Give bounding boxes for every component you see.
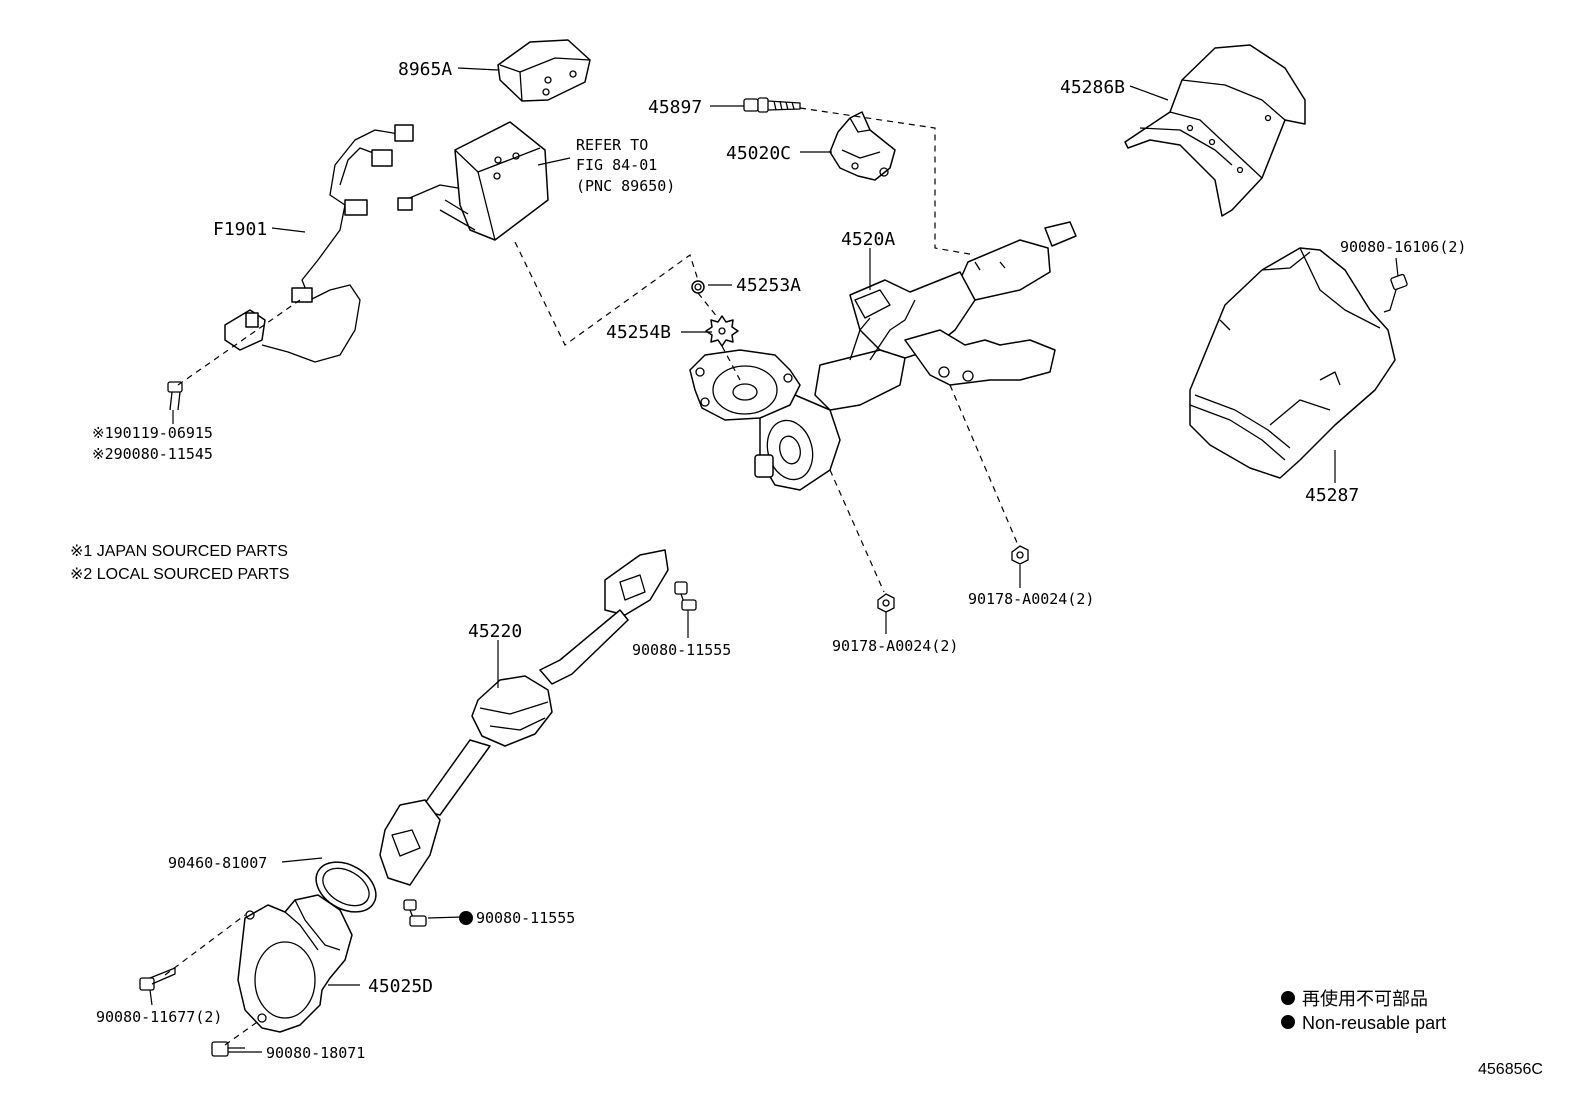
legend-en-text: Non-reusable part [1302, 1013, 1446, 1033]
label-refer-line1: REFER TO [576, 136, 648, 154]
part-90080-11555-bolt-lower [403, 899, 427, 927]
part-90080-11555-bolt-upper [674, 581, 697, 611]
part-90080-18071-bolt [211, 1041, 245, 1057]
non-reusable-marker [459, 911, 473, 925]
part-45220-shaft [379, 549, 669, 886]
label-90080-11555-upper: 90080-11555 [632, 641, 731, 659]
part-90080-11677-bolt [139, 967, 176, 991]
part-45287-lower-cover [1189, 247, 1396, 479]
label-4520A: 4520A [841, 229, 895, 250]
label-90080-18071: 90080-18071 [266, 1044, 365, 1062]
label-refer-line3: (PNC 89650) [576, 177, 675, 195]
part-90080-16106-bolt [1383, 273, 1408, 313]
label-90080-11555-lower: 90080-11555 [476, 909, 575, 927]
label-90178-right: 90178-A0024(2) [968, 590, 1094, 608]
legend-jp-text: 再使用不可部品 [1302, 989, 1428, 1009]
leader-lines [149, 67, 1399, 1053]
part-89650-module [397, 121, 549, 241]
label-45253A: 45253A [736, 275, 801, 296]
part-45286B-upper-cover [1124, 44, 1306, 217]
label-90080-16106: 90080-16106(2) [1340, 238, 1466, 256]
part-4520A-column [754, 221, 1077, 491]
part-45897-bolt [743, 97, 801, 113]
label-290080: ※290080-11545 [92, 445, 213, 463]
label-90178-left: 90178-A0024(2) [832, 637, 958, 655]
label-8965A: 8965A [398, 59, 452, 80]
part-90178-nut-left [877, 593, 895, 613]
legend-bullet-en [1281, 1015, 1295, 1029]
sourcing-notes: ※1 JAPAN SOURCED PARTS ※2 LOCAL SOURCED … [70, 543, 289, 583]
label-90080-11677: 90080-11677(2) [96, 1008, 222, 1026]
label-190119: ※190119-06915 [92, 424, 213, 442]
label-45220: 45220 [468, 621, 522, 642]
part-45020C-lock [829, 111, 896, 181]
part-45254B-gear [705, 315, 739, 347]
label-45286B: 45286B [1060, 77, 1125, 98]
label-45025D: 45025D [368, 976, 433, 997]
legend: 再使用不可部品 Non-reusable part [1281, 989, 1446, 1033]
part-F1901-harness [224, 124, 414, 363]
part-90178-nut-right [1011, 545, 1029, 565]
label-45897: 45897 [648, 97, 702, 118]
part-column-flange [689, 349, 801, 421]
label-90460: 90460-81007 [168, 854, 267, 872]
part-90460-clamp [315, 861, 377, 913]
note-japan-sourced: ※1 JAPAN SOURCED PARTS [70, 543, 288, 560]
part-45253A-gear [691, 280, 705, 294]
part-8965A-module [497, 39, 591, 102]
part-190119-bolt [167, 381, 183, 411]
callout-labels: 8965A 45897 45286B 45020C REFER TO FIG 8… [92, 59, 1466, 1062]
label-F1901: F1901 [213, 219, 267, 240]
label-45254B: 45254B [606, 322, 671, 343]
legend-bullet-jp [1281, 991, 1295, 1005]
diagram-id: 456856C [1478, 1061, 1543, 1078]
part-45025D-boot [237, 894, 353, 1033]
label-45020C: 45020C [726, 143, 791, 164]
label-refer-line2: FIG 84-01 [576, 156, 657, 174]
label-45287: 45287 [1305, 485, 1359, 506]
note-local-sourced: ※2 LOCAL SOURCED PARTS [70, 566, 289, 583]
